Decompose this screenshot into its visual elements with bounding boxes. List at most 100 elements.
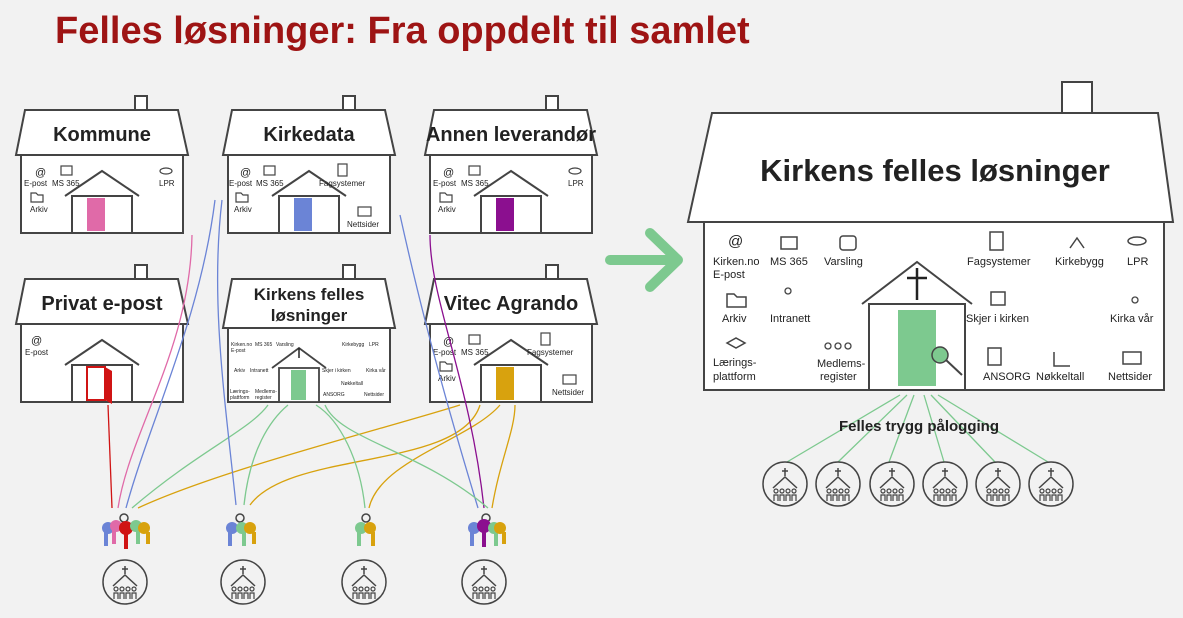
svg-text:Annen leverandør: Annen leverandør: [426, 124, 596, 146]
edit-icon: [60, 165, 73, 176]
svg-text:Medlems-: Medlems-: [817, 358, 866, 370]
svg-text:E-post: E-post: [713, 269, 745, 281]
svg-text:@: @: [31, 335, 42, 347]
login-lines: [786, 394, 1049, 463]
contact-icon: [987, 347, 1002, 366]
svg-text:register: register: [820, 371, 857, 383]
svg-text:Kirkedata: Kirkedata: [263, 124, 355, 146]
alert-icon: [839, 235, 857, 251]
svg-text:Arkiv: Arkiv: [30, 205, 48, 214]
svg-text:Arkiv: Arkiv: [438, 205, 456, 214]
svg-text:Kirkens felles løsninger: Kirkens felles løsninger: [760, 153, 1110, 188]
key-bunch-1: [102, 513, 150, 549]
svg-text:MS 365: MS 365: [256, 179, 284, 188]
bar-chart-icon: [1053, 352, 1070, 367]
at-icon: @: [35, 167, 46, 179]
coins-icon: [1127, 236, 1147, 246]
monitor-icon: [1122, 351, 1142, 365]
svg-text:Skjer i kirken: Skjer i kirken: [322, 368, 351, 374]
svg-text:LPR: LPR: [159, 179, 175, 188]
parish-icon: [1028, 461, 1074, 507]
svg-text:LPR: LPR: [369, 342, 379, 348]
svg-text:E-post: E-post: [25, 348, 49, 357]
key-bunch-2: [226, 513, 256, 546]
svg-text:MS 365: MS 365: [461, 179, 489, 188]
svg-text:Kirkebygg: Kirkebygg: [342, 342, 364, 348]
svg-text:@: @: [240, 167, 251, 179]
svg-text:Nøkkeltall: Nøkkeltall: [341, 381, 363, 387]
parish-icon: [815, 461, 861, 507]
svg-text:Nøkkeltall: Nøkkeltall: [1036, 371, 1084, 383]
door: [898, 310, 936, 386]
parish-icon: [220, 559, 266, 605]
svg-text:LPR: LPR: [568, 179, 584, 188]
house-kirkedata: Kirkedata @ E-post MS 365 Fagsystemer Ar…: [221, 95, 397, 234]
svg-text:Kirken.no: Kirken.no: [713, 256, 759, 268]
svg-text:Kirkebygg: Kirkebygg: [1055, 256, 1104, 268]
page-title: Felles løsninger: Fra oppdelt til samlet: [55, 10, 750, 52]
svg-text:@: @: [443, 167, 454, 179]
key-bunch-4: [468, 513, 506, 547]
house-title: Kommune: [53, 124, 151, 146]
edit-icon: [780, 236, 798, 250]
svg-text:Lærings-: Lærings-: [713, 357, 757, 369]
parish-icon: [975, 461, 1021, 507]
house-kirkens-felles-big: Kirkens felles løsninger @ Kirken.no E-p…: [686, 81, 1175, 391]
house-privat-epost: Privat e-post @ E-post: [14, 264, 190, 404]
svg-text:E-post: E-post: [231, 348, 246, 354]
svg-text:løsninger: løsninger: [271, 306, 348, 325]
svg-text:Privat e-post: Privat e-post: [41, 293, 162, 315]
house-kirkens-felles-small: Kirkens felles løsninger Kirken.no E-pos…: [221, 264, 397, 403]
svg-text:Fagsystemer: Fagsystemer: [967, 256, 1031, 268]
church-icon: [1069, 236, 1085, 249]
community-icon: [1131, 296, 1139, 304]
svg-text:Arkiv: Arkiv: [234, 368, 246, 374]
svg-text:Kirkens felles: Kirkens felles: [254, 285, 365, 304]
svg-text:E-post: E-post: [433, 179, 457, 188]
svg-text:plattform: plattform: [230, 395, 249, 401]
house-annen-leverandor: Annen leverandør @ E-post MS 365 LPR Ark…: [423, 95, 599, 234]
svg-text:MS 365: MS 365: [770, 256, 808, 268]
svg-text:Kirka vår: Kirka vår: [366, 367, 386, 374]
parish-icon: [341, 559, 387, 605]
svg-text:MS 365: MS 365: [52, 179, 80, 188]
svg-text:Fagsystemer: Fagsystemer: [527, 348, 574, 357]
svg-text:Arkiv: Arkiv: [438, 374, 456, 383]
svg-text:Nettsider: Nettsider: [347, 220, 379, 229]
parish-icon: [869, 461, 915, 507]
parish-icon: [102, 559, 148, 605]
graduation-icon: [725, 337, 747, 349]
book-icon: [989, 231, 1004, 251]
coins-icon: [159, 167, 173, 175]
arrow-right-icon: [605, 228, 683, 292]
at-icon: @: [728, 233, 743, 250]
parish-icon: [762, 461, 808, 507]
svg-text:Skjer i kirken: Skjer i kirken: [966, 313, 1029, 325]
people-icon: [824, 342, 832, 350]
svg-text:Nettsider: Nettsider: [364, 392, 384, 398]
svg-text:E-post: E-post: [433, 348, 457, 357]
svg-text:Fagsystemer: Fagsystemer: [319, 179, 366, 188]
connection-lines: [107, 199, 516, 509]
svg-text:ANSORG: ANSORG: [983, 371, 1031, 383]
key-icon: [931, 346, 949, 364]
svg-text:@: @: [443, 336, 454, 348]
svg-text:Arkiv: Arkiv: [722, 313, 747, 325]
door: [87, 198, 105, 231]
svg-text:Kirken.no: Kirken.no: [231, 342, 252, 348]
svg-text:Nettsider: Nettsider: [1108, 371, 1152, 383]
house-vitec-agrando: Vitec Agrando @ E-post MS 365 Fagsysteme…: [423, 264, 599, 403]
login-label: Felles trygg pålogging: [839, 418, 999, 435]
svg-text:MS 365: MS 365: [461, 348, 489, 357]
svg-text:Kirka vår: Kirka vår: [1110, 313, 1154, 325]
svg-text:LPR: LPR: [1127, 256, 1148, 268]
folder-icon: [30, 192, 44, 203]
svg-text:Intranett: Intranett: [770, 313, 810, 325]
key-bunch-3: [355, 513, 376, 546]
svg-text:Medlems-: Medlems-: [255, 389, 277, 395]
folder-icon: [726, 293, 747, 308]
svg-text:ANSORG: ANSORG: [323, 392, 345, 398]
svg-text:MS 365: MS 365: [255, 342, 272, 348]
svg-text:E-post: E-post: [24, 179, 48, 188]
